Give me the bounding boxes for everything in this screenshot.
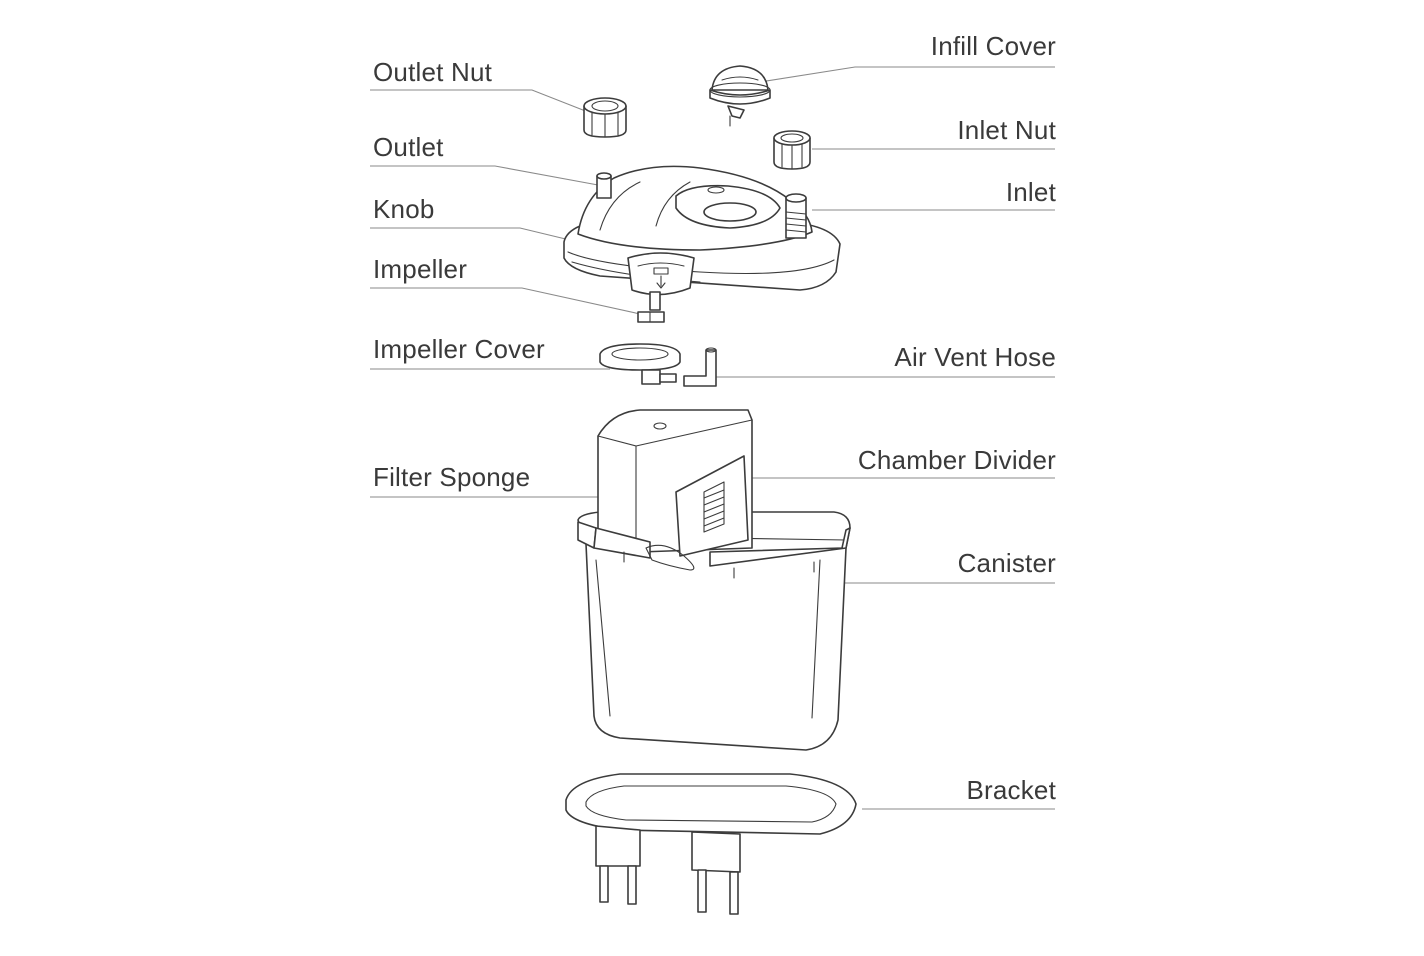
impeller-cover-part	[599, 343, 681, 385]
leader-infill-cover	[759, 66, 1055, 83]
leader-impeller	[370, 287, 641, 315]
label-canister: Canister	[957, 548, 1056, 578]
infill-cover-part	[709, 65, 771, 127]
canister-rim	[577, 521, 851, 579]
label-air-vent-hose: Air Vent Hose	[894, 342, 1056, 372]
label-impeller: Impeller	[373, 254, 468, 284]
chamber-divider-part	[675, 455, 749, 557]
label-inlet: Inlet	[1005, 177, 1056, 207]
label-infill-cover: Infill Cover	[930, 31, 1056, 61]
outlet-nut-part	[583, 97, 627, 138]
label-inlet-nut: Inlet Nut	[957, 115, 1056, 145]
bracket-part	[565, 773, 857, 915]
label-outlet: Outlet	[373, 132, 444, 162]
label-filter-sponge: Filter Sponge	[373, 462, 531, 492]
pump-head-part	[563, 165, 841, 323]
leader-lines	[370, 66, 1055, 810]
label-outlet-nut: Outlet Nut	[373, 57, 493, 87]
label-bracket: Bracket	[966, 775, 1056, 805]
canister-part	[577, 511, 851, 751]
label-chamber-divider: Chamber Divider	[857, 445, 1056, 475]
leader-outlet	[370, 165, 599, 186]
leader-outlet-nut	[370, 89, 589, 113]
inlet-nut-part	[773, 130, 811, 170]
label-knob: Knob	[373, 194, 435, 224]
air-vent-hose-part	[683, 347, 717, 387]
label-impeller-cover: Impeller Cover	[373, 334, 545, 364]
